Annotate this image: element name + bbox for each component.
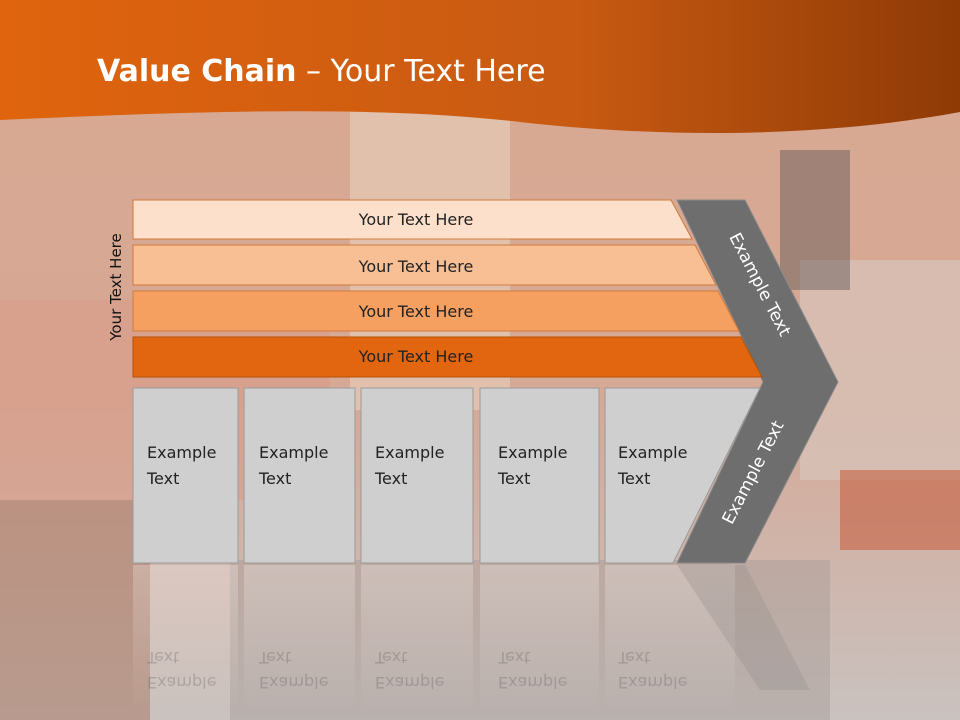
row-2-label: Your Text Here (358, 257, 474, 276)
box-2-rect (243, 387, 356, 564)
box-3: Example Text (360, 387, 474, 564)
row-3: Your Text Here (132, 290, 740, 332)
box-5-rect (604, 387, 761, 564)
reflection-text-3: Text (258, 648, 291, 667)
reflection-text-9: Text (617, 648, 650, 667)
box-4-rect (479, 387, 600, 564)
row-4-label: Your Text Here (358, 347, 474, 366)
box-1-line2: Text (146, 469, 179, 488)
box-2: Example Text (243, 387, 356, 564)
chevron-arrow (676, 199, 839, 564)
reflection-text-10: Example (618, 673, 687, 692)
reflection-text-6: Example (375, 673, 444, 692)
row-4: Your Text Here (132, 336, 763, 378)
box-1-rect (132, 387, 239, 564)
row-1-bar (132, 199, 693, 240)
reflection-text-1: Text (146, 648, 179, 667)
box-4-line1: Example (498, 443, 567, 462)
box-5-line2: Text (617, 469, 650, 488)
box-3-line1: Example (375, 443, 444, 462)
row-4-bar (132, 336, 763, 378)
reflection-text-4: Example (259, 673, 328, 692)
title-rest: – Your Text Here (296, 54, 546, 89)
reflection: Text Example Text Example Text Example T… (133, 565, 810, 715)
box-2-line2: Text (258, 469, 291, 488)
row-2-bar (132, 244, 717, 286)
box-5: Example Text (604, 387, 761, 564)
box-3-line2: Text (374, 469, 407, 488)
box-1-line1: Example (147, 443, 216, 462)
reflection-text-2: Example (147, 673, 216, 692)
title-bold: Value Chain (97, 54, 297, 89)
reflection-text-7: Text (497, 648, 530, 667)
box-1: Example Text (132, 387, 239, 564)
reflection-text-8: Example (498, 673, 567, 692)
reflection-text-5: Text (374, 648, 407, 667)
row-2: Your Text Here (132, 244, 717, 286)
box-2-line1: Example (259, 443, 328, 462)
row-3-bar (132, 290, 740, 332)
box-4-line2: Text (497, 469, 530, 488)
box-5-line1: Example (618, 443, 687, 462)
box-3-rect (360, 387, 474, 564)
box-4: Example Text (479, 387, 600, 564)
row-1: Your Text Here (132, 199, 693, 240)
row-3-label: Your Text Here (358, 302, 474, 321)
slide-title: Value Chain – Your Text Here (97, 54, 546, 89)
row-1-label: Your Text Here (358, 210, 474, 229)
